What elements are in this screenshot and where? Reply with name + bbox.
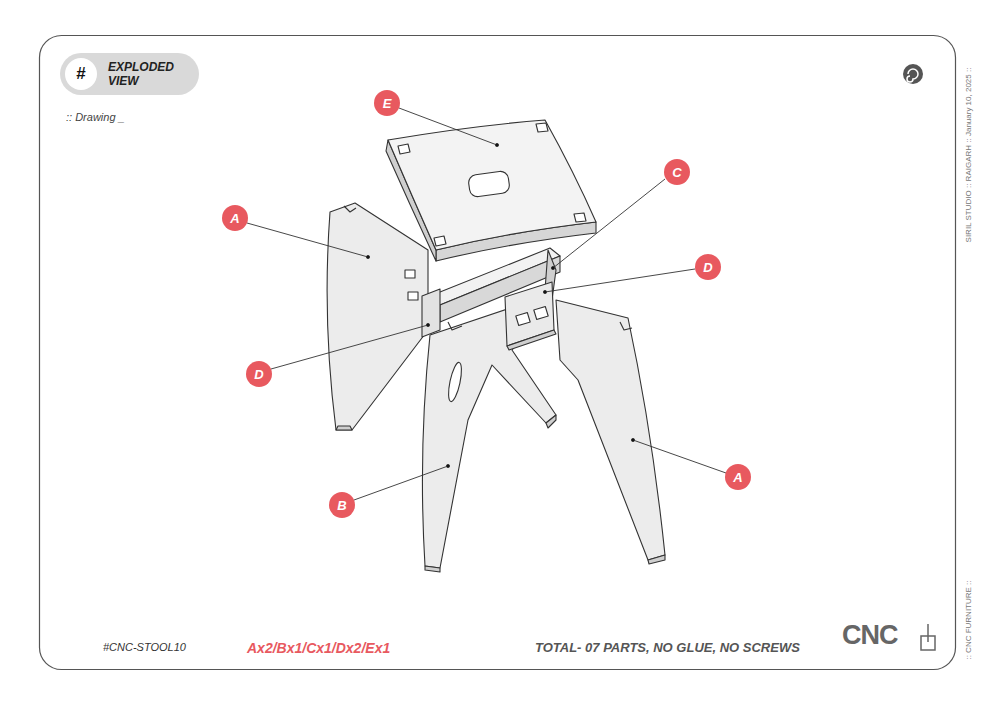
callout-circle: B bbox=[329, 492, 355, 518]
hash-mark: # bbox=[76, 64, 85, 84]
stool-parts bbox=[327, 120, 665, 572]
callout-letter: D bbox=[703, 261, 712, 274]
callout-letter: B bbox=[337, 499, 346, 512]
seat-e bbox=[388, 120, 596, 250]
callout-circle: C bbox=[664, 159, 690, 185]
callout-letter: C bbox=[672, 166, 681, 179]
leader-lines bbox=[247, 108, 726, 500]
view-title: EXPLODED VIEW bbox=[108, 60, 192, 88]
title-badge: EXPLODED VIEW # bbox=[60, 53, 199, 95]
series-note: :: CNC FURNITURE :: bbox=[964, 580, 973, 659]
callout-letter: E bbox=[383, 97, 392, 110]
leg-a-left bbox=[327, 203, 428, 430]
leg-a-right bbox=[556, 300, 665, 560]
studio-credit: SIRIL STUDIO :: RAIGARH :: January 10, 2… bbox=[964, 68, 973, 243]
parts-note: TOTAL- 07 PARTS, NO GLUE, NO SCREWS bbox=[535, 640, 800, 655]
plate-d-left bbox=[422, 289, 440, 337]
parts-list: Ax2/Bx1/Cx1/Dx2/Ex1 bbox=[247, 640, 390, 656]
callout-letter: A bbox=[733, 471, 742, 484]
badge-circle: # bbox=[65, 58, 97, 90]
callout-circle: D bbox=[695, 254, 721, 280]
drawing-code: #CNC-STOOL10 bbox=[103, 641, 186, 653]
callout-circle: A bbox=[222, 205, 248, 231]
part-b bbox=[422, 298, 556, 568]
callout-letter: D bbox=[254, 368, 263, 381]
callout-letter: A bbox=[230, 212, 239, 225]
callout-circle: D bbox=[246, 361, 272, 387]
callout-circle: A bbox=[725, 464, 751, 490]
sheet-frame bbox=[40, 36, 956, 670]
cnc-tool-icon bbox=[921, 624, 935, 650]
callout-circle: E bbox=[374, 90, 400, 116]
cnc-logo: CNC bbox=[842, 620, 898, 651]
studio-logo bbox=[903, 64, 923, 84]
drawing-note: :: Drawing _ bbox=[66, 111, 125, 123]
